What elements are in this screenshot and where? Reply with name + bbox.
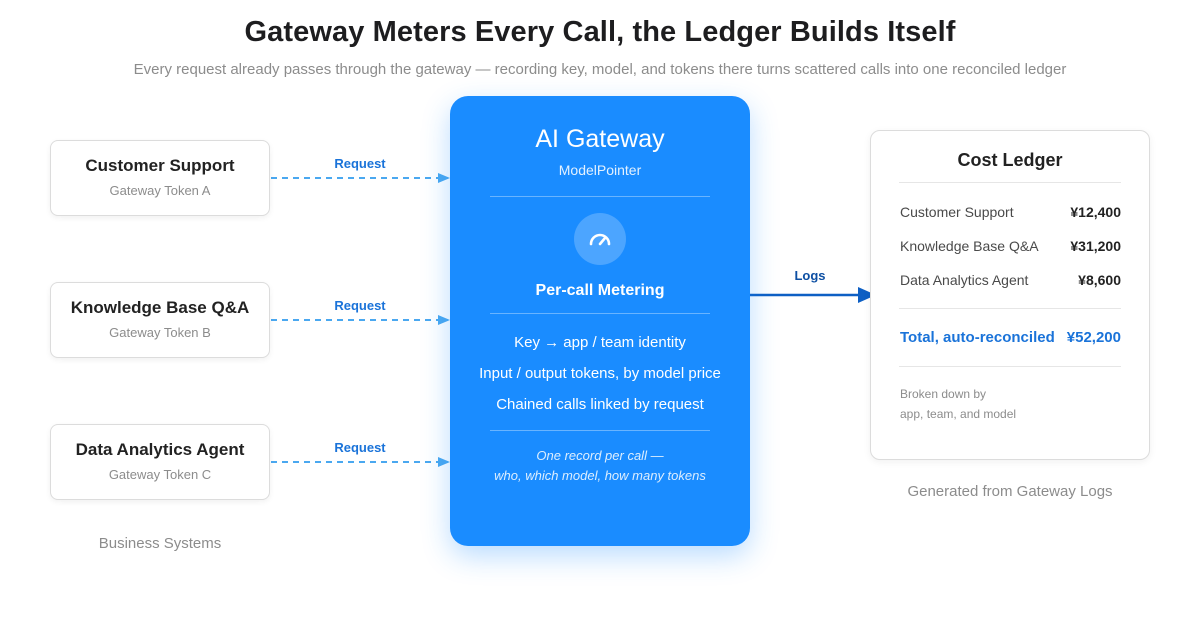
ledger-total: Total, auto-reconciled ¥52,200 (900, 329, 1121, 346)
speedometer-icon (574, 213, 626, 265)
ledger-row-amount: ¥12,400 (1070, 204, 1121, 220)
gateway-feature: Input / output tokens, by model price (479, 365, 721, 382)
ledger-row-amount: ¥31,200 (1070, 238, 1121, 254)
diagram-subtitle: Every request already passes through the… (133, 61, 1067, 78)
gateway-note: One record per call — (536, 448, 664, 463)
gateway-subtitle: ModelPointer (558, 162, 642, 178)
request-label-3: Request (334, 440, 386, 455)
ledger-note: Broken down by app, team, and model (900, 384, 1016, 424)
ledger-title: Cost Ledger (957, 150, 1063, 170)
source-card-customer-support: Customer Support Gateway Token A (50, 140, 270, 216)
ledger-note-line: app, team, and model (900, 407, 1017, 421)
ledger-row-label: Customer Support (900, 204, 1014, 220)
ledger-row-label: Data Analytics Agent (900, 272, 1029, 288)
ledger-caption: Generated from Gateway Logs (907, 483, 1113, 500)
ledger-row: Knowledge Base Q&A ¥31,200 (900, 238, 1121, 254)
diagram-title: Gateway Meters Every Call, the Ledger Bu… (244, 16, 956, 48)
gateway-divider (490, 313, 710, 314)
sources-caption: Business Systems (98, 535, 222, 552)
ledger-total-label: Total, auto-reconciled (900, 329, 1055, 346)
ledger-row: Customer Support ¥12,400 (900, 204, 1121, 220)
ledger-row: Data Analytics Agent ¥8,600 (900, 272, 1121, 288)
request-label-2: Request (334, 298, 386, 313)
gateway-feature: Chained calls linked by request (496, 396, 704, 413)
source-name: Data Analytics Agent (75, 440, 245, 459)
source-name: Customer Support (85, 156, 235, 175)
metering-label: Per-call Metering (535, 282, 665, 299)
gateway-divider (490, 430, 710, 431)
ai-gateway-panel: AI Gateway ModelPointer Per-call Meterin… (450, 96, 750, 546)
request-label-1: Request (334, 156, 386, 171)
ledger-row-label: Knowledge Base Q&A (900, 238, 1039, 254)
ledger-divider (899, 182, 1121, 183)
ledger-note-line: Broken down by (900, 387, 987, 401)
gateway-note: who, which model, how many tokens (494, 468, 706, 483)
ledger-total-amount: ¥52,200 (1066, 329, 1121, 346)
gateway-title: AI Gateway (535, 125, 665, 153)
source-card-knowledge-base: Knowledge Base Q&A Gateway Token B (50, 282, 270, 358)
source-token: Gateway Token C (108, 467, 212, 482)
ledger-divider (899, 308, 1121, 309)
ledger-divider (899, 366, 1121, 367)
logs-label: Logs (794, 268, 826, 283)
source-card-data-analytics: Data Analytics Agent Gateway Token C (50, 424, 270, 500)
gateway-divider (490, 196, 710, 197)
source-token: Gateway Token B (109, 325, 211, 340)
source-name: Knowledge Base Q&A (70, 298, 250, 317)
ledger-row-amount: ¥8,600 (1078, 272, 1121, 288)
gateway-feature: Key → app / team identity (514, 334, 686, 351)
cost-ledger-card: Cost Ledger Customer Support ¥12,400 Kno… (870, 130, 1150, 460)
source-token: Gateway Token A (109, 183, 211, 198)
